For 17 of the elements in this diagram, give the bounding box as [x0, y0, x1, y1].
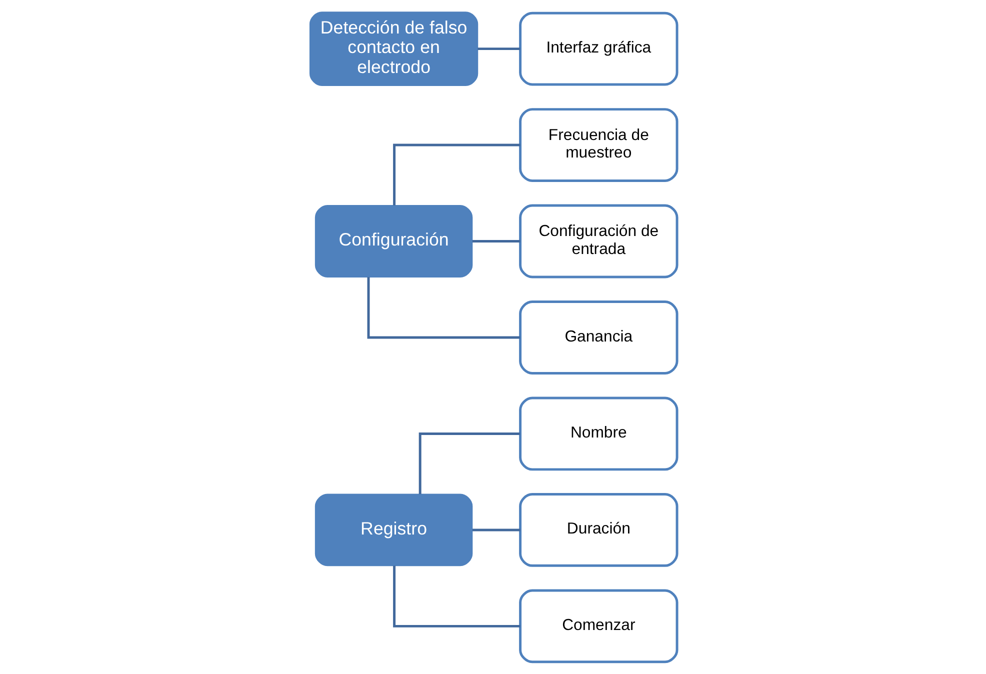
node-box: Comenzar [518, 589, 678, 664]
connector [418, 432, 520, 494]
node-box: Interfaz gráfica [518, 12, 678, 86]
node-box: Detección de falso contacto en electrodo [308, 12, 478, 86]
node-box: Configuración [314, 205, 472, 278]
node-box: Frecuencia de muestreo [518, 108, 678, 182]
connector [366, 277, 520, 339]
node-box: Ganancia [518, 300, 678, 374]
connector [472, 240, 520, 242]
node-box: Nombre [518, 396, 678, 471]
connector [477, 48, 520, 50]
node-box: Registro [314, 494, 472, 566]
node-box: Configuración de entrada [518, 204, 678, 278]
connector [392, 566, 520, 628]
node-box: Duración [518, 493, 678, 567]
connector [392, 144, 520, 206]
connector [472, 528, 520, 532]
